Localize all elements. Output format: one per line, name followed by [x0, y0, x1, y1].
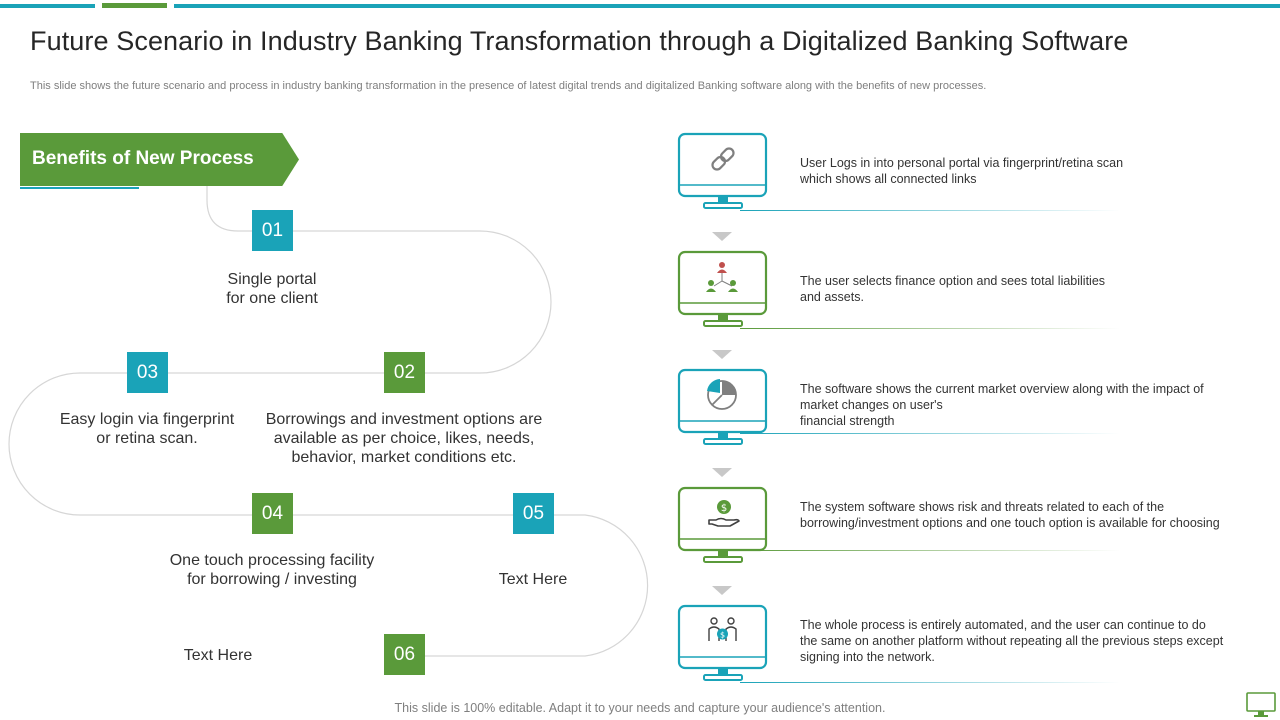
page-subtitle: This slide shows the future scenario and…	[30, 80, 987, 92]
flow-divider-4	[740, 550, 1120, 551]
step-text-04: One touch processing facility for borrow…	[169, 552, 375, 588]
top-bar-right	[174, 4, 1280, 8]
step-number-02: 02	[384, 352, 425, 393]
dollar-hand-icon: $	[708, 500, 740, 527]
step-number-05: 05	[513, 493, 554, 534]
step-number-03: 03	[127, 352, 168, 393]
flow-text-3: The software shows the current market ov…	[800, 382, 1204, 428]
banner-underline	[20, 187, 139, 189]
step-text-01: Single portal for one client	[226, 271, 318, 307]
flow-text-2: The user selects finance option and sees…	[800, 274, 1106, 304]
monitor-5: $	[677, 604, 768, 681]
benefits-heading-banner: Benefits of New Process	[20, 133, 299, 186]
step-number-01: 01	[252, 210, 293, 251]
people-dollar-icon: $	[708, 617, 737, 641]
monitor-3	[677, 368, 768, 445]
step-text-03: Easy login via fingerprint or retina sca…	[59, 411, 235, 447]
monitor-corner-icon	[1246, 692, 1276, 717]
svg-text:$: $	[721, 503, 727, 514]
flow-divider-2	[740, 328, 1120, 329]
top-bar-left	[0, 4, 95, 8]
flow-arrow-1	[712, 232, 732, 241]
monitor-1	[677, 132, 768, 209]
step-number-06: 06	[384, 634, 425, 675]
flow-divider-5	[740, 682, 1120, 683]
pie-chart-icon	[707, 379, 737, 410]
flow-text-5: The whole process is entirely automated,…	[800, 618, 1224, 664]
chain-link-icon	[711, 147, 735, 171]
step-text-06: Text Here	[183, 647, 253, 664]
flow-divider-3	[740, 433, 1120, 434]
footer-note: This slide is 100% editable. Adapt it to…	[394, 701, 886, 715]
flow-text-1: User Logs in into personal portal via fi…	[800, 156, 1124, 186]
flow-arrow-2	[712, 350, 732, 359]
flow-arrow-4	[712, 586, 732, 595]
benefits-path	[8, 186, 649, 657]
flow-arrow-3	[712, 468, 732, 477]
step-text-02: Borrowings and investment options are av…	[265, 411, 543, 466]
page-title: Future Scenario in Industry Banking Tran…	[30, 26, 1129, 56]
flow-text-4: The system software shows risk and threa…	[800, 500, 1220, 530]
flow-divider-1	[740, 210, 1120, 211]
step-text-05: Text Here	[498, 571, 568, 588]
monitor-4: $	[677, 486, 768, 563]
svg-text:$: $	[720, 631, 725, 640]
monitor-2	[677, 250, 768, 327]
benefits-heading: Benefits of New Process	[32, 148, 254, 169]
step-number-04: 04	[252, 493, 293, 534]
top-bar-middle	[102, 3, 167, 8]
people-network-icon	[706, 262, 738, 292]
